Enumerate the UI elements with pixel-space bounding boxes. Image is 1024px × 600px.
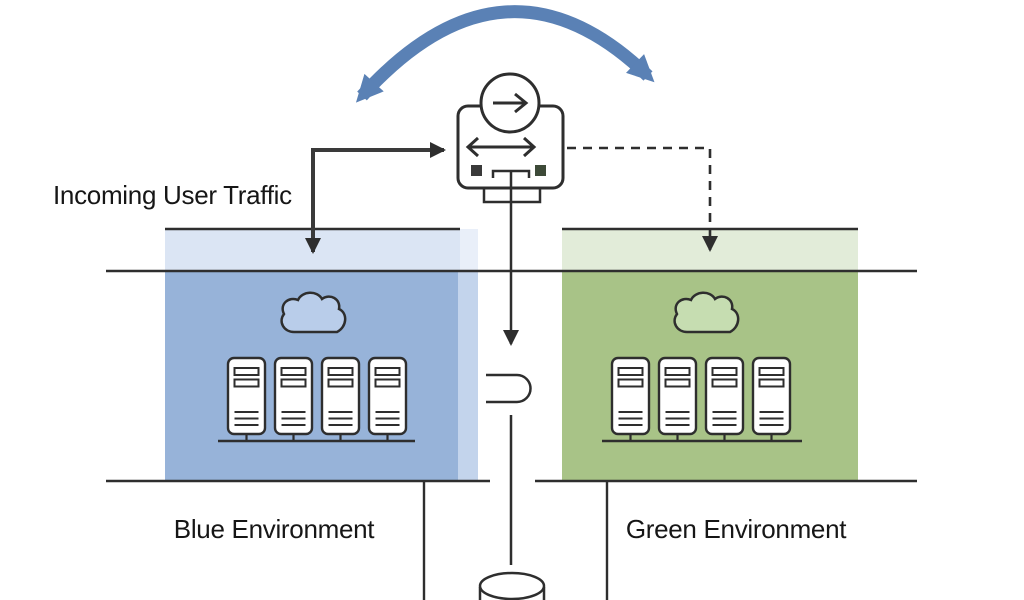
standby-traffic-dashed-arrow xyxy=(567,146,718,252)
green-environment-box xyxy=(562,227,858,481)
server-icon xyxy=(226,356,267,441)
server-icon xyxy=(751,356,792,441)
double-arrow-icon xyxy=(465,136,537,158)
servers-blue xyxy=(226,356,408,441)
swap-curved-arrow-icon xyxy=(355,5,655,103)
server-icon xyxy=(273,356,314,441)
cloud-icon xyxy=(673,291,740,334)
server-icon xyxy=(367,356,408,441)
green-environment-label: Green Environment xyxy=(626,514,847,544)
blue-environment-label: Blue Environment xyxy=(174,514,375,544)
database-icon xyxy=(478,571,546,600)
cloud-icon xyxy=(280,291,347,334)
server-icon xyxy=(320,356,361,441)
incoming-traffic-label: Incoming User Traffic xyxy=(53,180,292,210)
blue-environment-box xyxy=(165,227,478,481)
servers-green xyxy=(610,356,792,441)
router-port-left xyxy=(471,165,482,176)
server-icon xyxy=(610,356,651,441)
router-icon xyxy=(456,72,565,204)
router-port-right xyxy=(535,165,546,176)
server-icon xyxy=(657,356,698,441)
connector-capsule-icon xyxy=(486,373,532,404)
router-bus-fork xyxy=(491,169,531,202)
server-icon xyxy=(704,356,745,441)
right-arrow-icon xyxy=(493,92,529,114)
blue-env-band-strip xyxy=(460,229,478,271)
active-traffic-arrow xyxy=(305,142,446,254)
blue-env-edge-strip xyxy=(458,271,478,481)
